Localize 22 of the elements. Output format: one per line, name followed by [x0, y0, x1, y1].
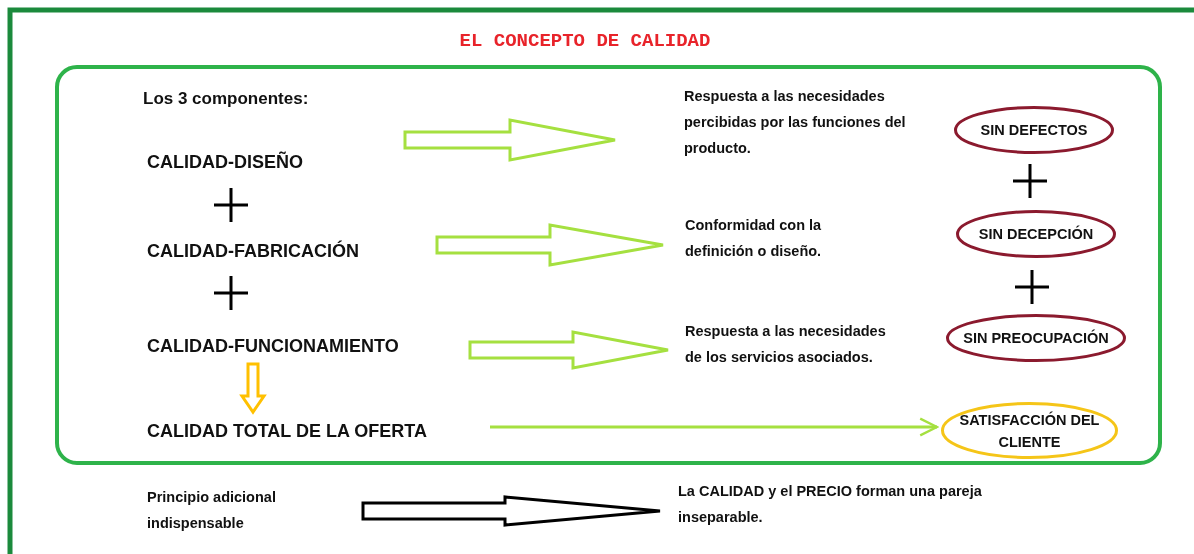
description-text: La CALIDAD y el PRECIO forman una pareja inseparable. — [660, 478, 990, 530]
description-text: Respuesta a las necesidades percibidas por las funciones del producto. — [619, 83, 909, 161]
component-label: CALIDAD-DISEÑO — [147, 140, 409, 184]
block-arrow — [468, 330, 670, 370]
block-arrow — [239, 362, 267, 415]
oval-node: SIN PREOCUPACIÓN — [946, 314, 1126, 362]
arrow — [490, 417, 939, 437]
block-arrow — [403, 118, 617, 162]
title: EL CONCEPTO DE CALIDAD — [458, 30, 712, 52]
block-arrow — [435, 223, 665, 267]
block-arrow — [361, 495, 662, 527]
oval-node: SATISFACCIÓN DEL CLIENTE — [941, 402, 1118, 459]
description-text: Respuesta a las necesidades de los servicios asociados. — [672, 318, 902, 396]
section-heading: Los 3 componentes: — [143, 89, 309, 109]
component-label: CALIDAD TOTAL DE LA OFERTA — [147, 416, 494, 446]
oval-node: SIN DEFECTOS — [954, 106, 1114, 154]
component-label: CALIDAD-FABRICACIÓN — [147, 229, 441, 273]
oval-node: SIN DECEPCIÓN — [956, 210, 1116, 258]
component-label: CALIDAD-FUNCIONAMIENTO — [147, 324, 474, 368]
description-text: Conformidad con la definición o diseño. — [667, 212, 877, 264]
rounded-frame — [55, 65, 1162, 465]
description-text: Principio adicional indispensable — [147, 484, 363, 536]
